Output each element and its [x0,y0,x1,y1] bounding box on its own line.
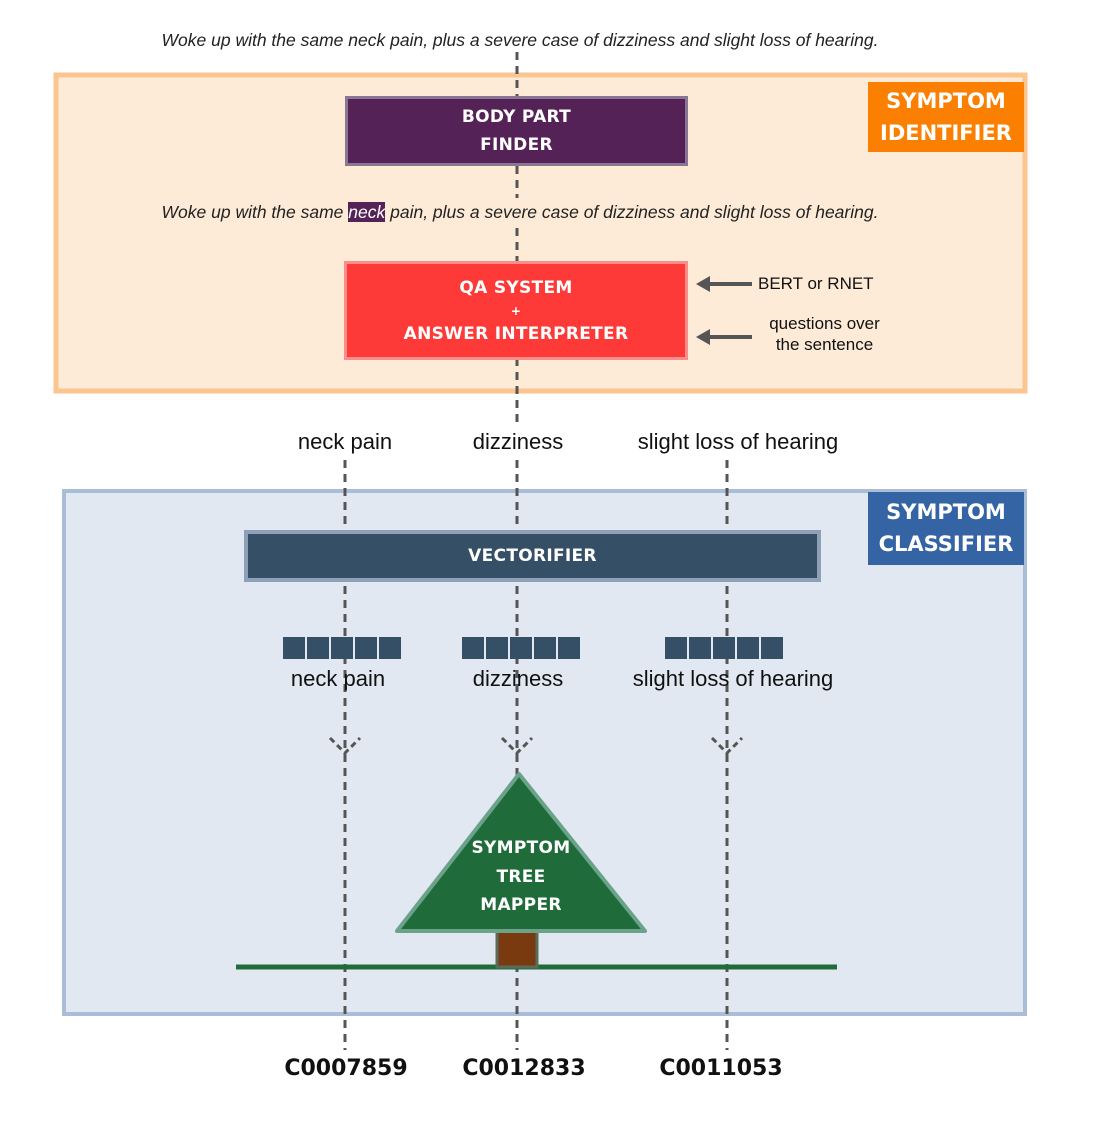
vector-cell [283,637,305,659]
vector-cell [665,637,687,659]
vector-cell [761,637,783,659]
qa-system-box: QA SYSTEM + ANSWER INTERPRETER [344,261,688,360]
input-sentence: Woke up with the same neck pain, plus a … [161,30,879,50]
symptom-classifier-tag-line2: CLASSIFIER [878,532,1014,556]
vector-label-hearing: slight loss of hearing [632,666,834,691]
vector-neck-pain [283,637,403,659]
symptom-identifier-tag-line1: SYMPTOM [886,89,1006,113]
questions-note-line2: the sentence [775,335,874,354]
qa-system-line1: QA SYSTEM [459,277,573,298]
symptom-identifier-tag: SYMPTOM IDENTIFIER [868,82,1024,152]
body-part-finder-line1: BODY PART [461,107,572,127]
symptom-identifier-tag-line2: IDENTIFIER [880,121,1012,145]
output-code-hearing: C0011053 [659,1056,783,1081]
symptom-tree-shape [395,772,647,933]
tree-trunk [495,925,539,969]
highlighted-body-part: neck [348,202,386,222]
vector-hearing [665,637,785,659]
body-part-finder-box: BODY PART FINDER [345,96,688,166]
vector-cell [534,637,556,659]
tree-mapper-line2: TREE [496,866,546,887]
note-arrow-model-head [696,276,710,292]
extracted-symptom-neck-pain: neck pain [297,429,393,454]
vector-cell [307,637,329,659]
vector-cell [558,637,580,659]
vector-cell [510,637,532,659]
output-code-dizziness: C0012833 [462,1056,586,1081]
body-part-finder-line2: FINDER [480,135,553,155]
highlighted-sentence-after: pain, plus a severe case of dizziness an… [385,202,879,222]
highlighted-sentence-before: Woke up with the same [161,202,349,222]
vector-cell [713,637,735,659]
note-arrow-questions-head [696,329,710,345]
vectorifier-label: VECTORIFIER [468,546,597,566]
arrow-head-dizziness [500,736,534,756]
symptom-classifier-tag: SYMPTOM CLASSIFIER [868,492,1024,565]
vector-cell [689,637,711,659]
vector-cell [379,637,401,659]
arrow-head-neck-pain [328,736,362,756]
symptom-classifier-tag-line1: SYMPTOM [886,500,1006,524]
extracted-symptom-dizziness: dizziness [472,429,564,454]
tree-mapper-line3: MAPPER [480,895,562,915]
vector-cell [331,637,353,659]
vector-cell [355,637,377,659]
output-code-neck-pain: C0007859 [284,1056,408,1081]
vector-label-dizziness: dizziness [472,666,564,691]
vector-dizziness [462,637,582,659]
vector-cell [462,637,484,659]
tree-mapper-line1: SYMPTOM [471,838,571,858]
questions-note-line1: questions over [769,314,880,333]
symptom-tree-mapper-label: SYMPTOM TREE MAPPER [441,834,601,924]
qa-system-line2: ANSWER INTERPRETER [403,323,629,344]
model-note: BERT or RNET [758,274,874,293]
vectorifier-box: VECTORIFIER [244,530,821,582]
qa-system-plus: + [510,303,522,318]
vector-cell [737,637,759,659]
arrow-head-hearing [710,736,744,756]
questions-note: questions over the sentence [752,313,897,355]
highlighted-sentence: Woke up with the same neck pain, plus a … [0,202,1040,223]
vector-label-neck-pain: neck pain [290,666,386,691]
extracted-symptom-hearing: slight loss of hearing [637,429,839,454]
vector-cell [486,637,508,659]
